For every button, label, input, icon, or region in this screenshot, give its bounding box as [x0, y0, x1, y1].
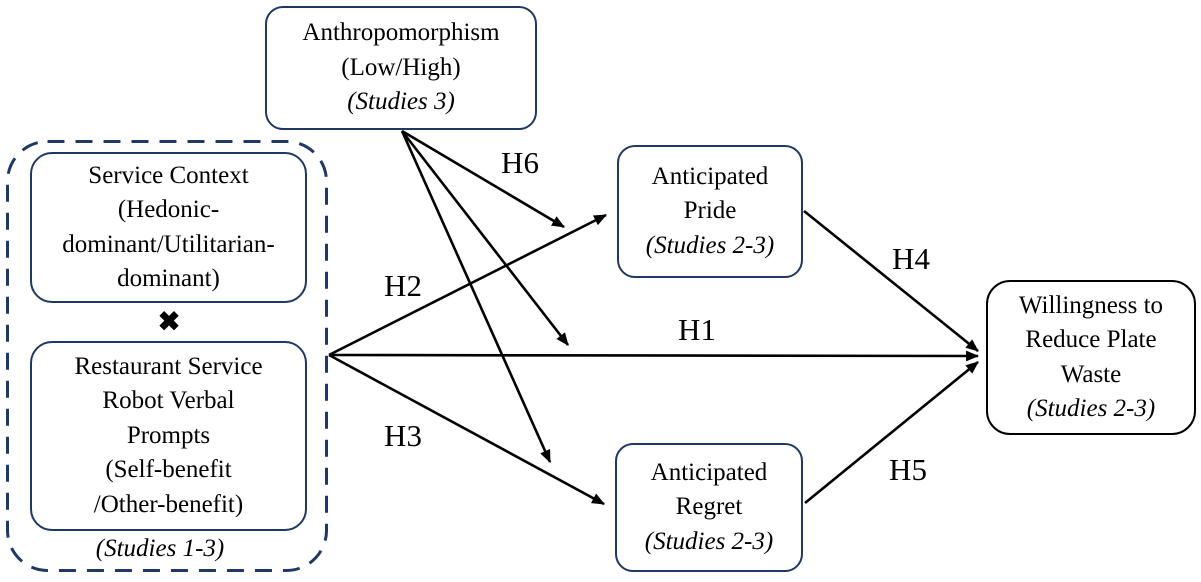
node-anticipated-regret: Anticipated Regret (Studies 2-3) [615, 443, 803, 572]
node-service-context-line1: Service Context [88, 161, 249, 189]
interaction-operator: ✖ [157, 306, 181, 337]
node-willingness-line2: Reduce Plate [1025, 326, 1157, 353]
node-pride-line2: Pride [683, 197, 737, 225]
arrow-h3 [328, 353, 605, 506]
edge-label-h3: H3 [384, 418, 422, 453]
node-pride-studies: (Studies 2-3) [645, 231, 775, 259]
node-robot-prompts-line5: /Other-benefit) [93, 490, 244, 518]
arrow-h1 [328, 350, 980, 362]
node-robot-prompts-line3: Prompts [126, 421, 211, 449]
arrow-h2 [328, 213, 607, 357]
node-willingness-to-reduce-plate-waste: Willingness to Reduce Plate Waste (Studi… [986, 280, 1196, 435]
node-service-context-line2: (Hedonic- [117, 196, 220, 223]
independent-group-studies-label: (Studies 1-3) [95, 535, 225, 562]
node-service-context-line4: dominant) [117, 265, 220, 292]
node-willingness-studies: (Studies 2-3) [1026, 395, 1156, 422]
node-regret-line1: Anticipated [650, 458, 768, 486]
edge-label-h2: H2 [384, 268, 422, 303]
node-pride-line1: Anticipated [651, 162, 769, 190]
node-anthropomorphism: Anthropomorphism (Low/High) (Studies 3) [265, 6, 537, 130]
node-anthropomorphism-line1: Anthropomorphism [302, 19, 500, 47]
node-anthropomorphism-studies: (Studies 3) [347, 88, 455, 116]
node-robot-prompts-line2: Robot Verbal [102, 387, 235, 415]
edge-label-h1: H1 [678, 312, 716, 347]
node-anticipated-pride: Anticipated Pride (Studies 2-3) [617, 145, 803, 278]
node-service-context: Service Context (Hedonic- dominant/Utili… [30, 152, 307, 303]
edge-label-h6: H6 [501, 145, 539, 180]
arrow-h6-to-h1-path [400, 130, 570, 346]
arrow-h4 [803, 209, 979, 353]
node-robot-prompts-line4: (Self-benefit [105, 456, 232, 484]
arrow-h5 [804, 360, 979, 505]
node-willingness-line1: Willingness to [1018, 291, 1164, 319]
arrow-h6-to-h2-path [401, 129, 565, 229]
edge-label-h5: H5 [889, 452, 927, 487]
node-willingness-line3: Waste [1060, 360, 1122, 388]
arrow-h6-to-h3-path [400, 130, 552, 463]
node-regret-line2: Regret [675, 493, 743, 521]
node-anthropomorphism-line2: (Low/High) [341, 53, 461, 81]
node-regret-studies: (Studies 2-3) [644, 527, 774, 555]
node-robot-prompts-line1: Restaurant Service [74, 352, 263, 380]
node-service-context-line3: dominant/Utilitarian- [62, 230, 275, 258]
independent-variables-dashed-group [6, 140, 328, 572]
node-robot-verbal-prompts: Restaurant Service Robot Verbal Prompts … [30, 341, 307, 531]
edge-label-h4: H4 [892, 241, 930, 276]
